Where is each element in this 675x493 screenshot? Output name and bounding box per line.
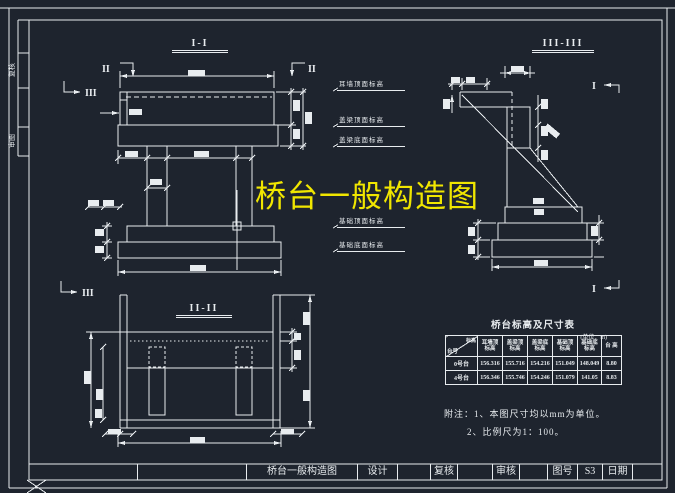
sheet-border (0, 7, 675, 493)
title-block-review-label: 审核 (492, 464, 519, 480)
table-col-header: 盖梁底 标高 (527, 335, 553, 357)
table-row: 4号台 156.346 155.746 154.246 151.079 141.… (445, 370, 622, 385)
elevation-label-foundation-top: 基础顶面标高 (337, 218, 405, 228)
view-front-linework: II II III (63, 62, 316, 276)
title-block-design-label: 设计 (357, 464, 397, 480)
view-side-linework: I I (443, 66, 620, 295)
marker-I-top: I (592, 81, 596, 92)
table-cell: 156.346 (477, 370, 503, 385)
marker-I-bottom: I (592, 284, 596, 295)
elevation-label-cap-bottom: 盖梁底面标高 (337, 137, 405, 147)
marker-III-top: III (85, 88, 97, 99)
table-row: 0号台 156.316 155.716 154.216 151.049 148.… (445, 356, 622, 371)
table-row-name: 4号台 (445, 370, 478, 385)
table-cell: 155.746 (502, 370, 528, 385)
title-block-check-label: 复核 (430, 464, 457, 480)
table-cell: 156.316 (477, 356, 503, 371)
table-unit-note: (单位：m) (580, 335, 607, 341)
side-strip-stamp-2: 审图 (8, 134, 16, 148)
view-label-front: I-I (172, 38, 228, 53)
marker-II-left: II (102, 64, 110, 75)
table-cell: 8.80 (601, 356, 622, 371)
table-col-header: 盖梁顶 标高 (502, 335, 528, 357)
view-label-plan: II-II (176, 303, 232, 318)
table-cell: 151.079 (552, 370, 578, 385)
elevation-table: 桥台标高及尺寸表 (单位：m) 标高 台号 耳墙顶 标高 盖梁顶 标高 盖梁底 … (445, 317, 622, 385)
table-cell: 151.049 (552, 356, 578, 371)
table-cell: 155.716 (502, 356, 528, 371)
table-corner-cell: 标高 台号 (445, 335, 478, 357)
view-plan-linework: III (60, 281, 315, 447)
elevation-leader-ticks (332, 87, 339, 253)
table-col-header: 基础顶 标高 (552, 335, 578, 357)
title-block-blank (29, 464, 137, 480)
side-strip-stamp-1: 复核 (8, 63, 16, 77)
title-block-blank (137, 464, 246, 480)
title-block-date-value (632, 464, 662, 480)
marker-III-bottom: III (82, 288, 94, 299)
note-line-1: 附注：1、本图尺寸均以mm为单位。 (444, 409, 606, 419)
view-label-side: III-III (532, 38, 594, 53)
title-block-review-value (519, 464, 547, 480)
table-cell: 8.83 (601, 370, 622, 385)
elevation-label-cap-top: 盖梁顶面标高 (337, 117, 405, 127)
note-line-2: 2、比例尺为1：100。 (467, 427, 565, 437)
marker-II-right: II (308, 64, 316, 75)
title-block-date-label: 日期 (602, 464, 632, 480)
title-block-design-value (397, 464, 430, 480)
elevation-label-foundation-bottom: 基础底面标高 (337, 242, 405, 252)
table-title: 桥台标高及尺寸表 (490, 321, 575, 331)
title-block: 桥台一般构造图 设计 复核 审核 图号 S3 日期 (29, 464, 662, 480)
table-corner-bottom: 台号 (447, 349, 459, 355)
title-block-sheet-no: S3 (577, 464, 602, 480)
table-row-name: 0号台 (445, 356, 478, 371)
drawing-main-title: 桥台一般构造图 (255, 179, 479, 214)
title-block-check-value (457, 464, 492, 480)
title-block-drawing-name: 桥台一般构造图 (246, 464, 357, 480)
table-col-header: 耳墙顶 标高 (477, 335, 503, 357)
table-cell: 154.246 (527, 370, 553, 385)
elevation-label-ear-wall-top: 耳墙顶面标高 (337, 81, 405, 91)
table-corner-top: 标高 (465, 339, 476, 344)
title-block-sheet-label: 图号 (547, 464, 577, 480)
table-cell: 154.216 (527, 356, 553, 371)
table-cell: 148.049 (577, 356, 602, 371)
table-cell: 141.05 (577, 370, 602, 385)
